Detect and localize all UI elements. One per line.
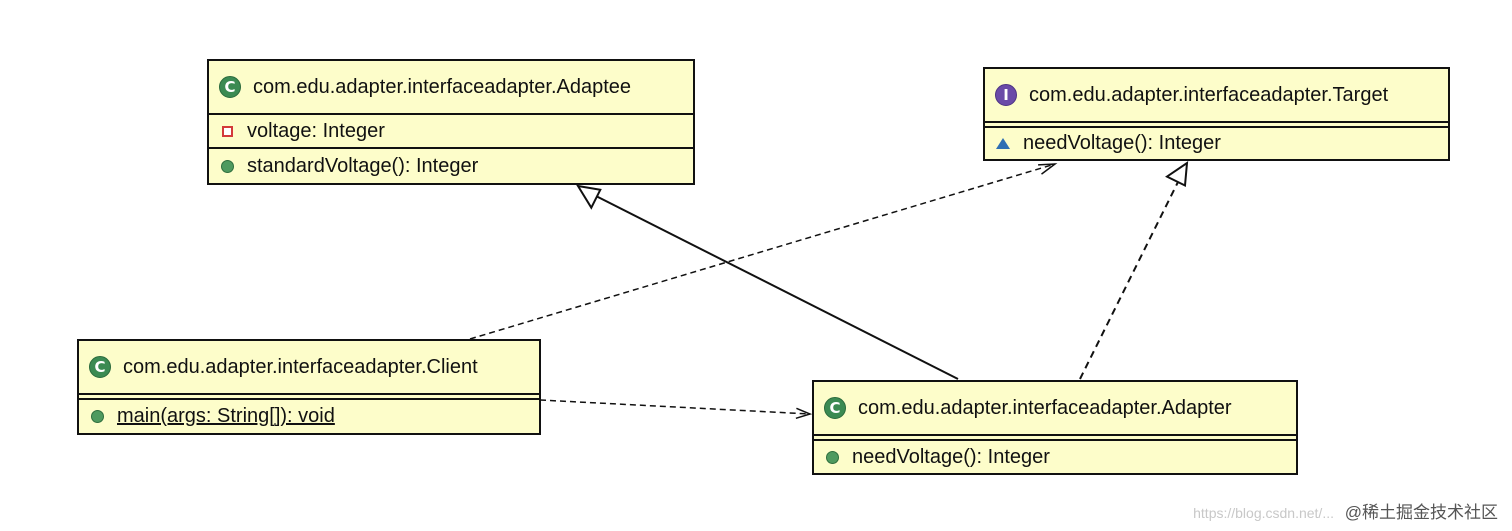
class-header: C com.edu.adapter.interfaceadapter.Adapt… bbox=[814, 382, 1296, 434]
dependency-client-target bbox=[469, 163, 1056, 340]
realization-arrowhead-icon bbox=[1165, 160, 1189, 188]
generalization-arrowhead-icon bbox=[575, 184, 602, 210]
class-header: C com.edu.adapter.interfaceadapter.Clien… bbox=[79, 341, 539, 393]
class-name: com.edu.adapter.interfaceadapter.Adaptee bbox=[253, 75, 632, 98]
abstract-method-icon bbox=[995, 138, 1011, 149]
dependency-arrowhead-icon bbox=[795, 407, 813, 420]
method-label: needVoltage(): Integer bbox=[1023, 132, 1221, 154]
dependency-arrowhead-icon bbox=[1038, 163, 1058, 175]
class-name: com.edu.adapter.interfaceadapter.Target bbox=[1029, 83, 1389, 106]
field-label: voltage: Integer bbox=[247, 119, 385, 142]
watermark-text: @稀土掘金技术社区 bbox=[1344, 503, 1498, 522]
class-name: com.edu.adapter.interfaceadapter.Adapter bbox=[858, 396, 1232, 419]
method-label: standardVoltage(): Integer bbox=[247, 154, 479, 177]
class-client[interactable]: C com.edu.adapter.interfaceadapter.Clien… bbox=[77, 339, 541, 435]
class-header: C com.edu.adapter.interfaceadapter.Adapt… bbox=[209, 61, 693, 113]
class-icon: C bbox=[824, 397, 846, 419]
public-method-icon bbox=[824, 450, 840, 464]
watermark: https://blog.csdn.net/... @稀土掘金技术社区 bbox=[1193, 498, 1498, 523]
dependency-client-adapter bbox=[539, 399, 811, 415]
realization-adapter-target bbox=[1079, 181, 1179, 380]
class-adapter[interactable]: C com.edu.adapter.interfaceadapter.Adapt… bbox=[812, 380, 1298, 475]
method-row: standardVoltage(): Integer bbox=[209, 149, 693, 183]
method-row: needVoltage(): Integer bbox=[814, 441, 1296, 473]
class-header: I com.edu.adapter.interfaceadapter.Targe… bbox=[985, 69, 1448, 121]
watermark-url: https://blog.csdn.net/... bbox=[1193, 505, 1334, 521]
generalization-adapter-adaptee bbox=[593, 194, 959, 380]
field-row: voltage: Integer bbox=[209, 115, 693, 147]
private-field-icon bbox=[219, 125, 235, 137]
public-method-icon bbox=[219, 159, 235, 173]
method-row: needVoltage(): Integer bbox=[985, 128, 1448, 159]
public-method-icon bbox=[89, 410, 105, 423]
class-icon: C bbox=[219, 76, 241, 98]
static-method-label: main(args: String[]): void bbox=[117, 405, 335, 427]
method-row: main(args: String[]): void bbox=[79, 400, 539, 433]
interface-icon: I bbox=[995, 84, 1017, 106]
class-icon: C bbox=[89, 356, 111, 378]
class-name: com.edu.adapter.interfaceadapter.Client bbox=[123, 355, 478, 378]
method-label: needVoltage(): Integer bbox=[852, 445, 1050, 468]
class-adaptee[interactable]: C com.edu.adapter.interfaceadapter.Adapt… bbox=[207, 59, 695, 185]
interface-target[interactable]: I com.edu.adapter.interfaceadapter.Targe… bbox=[983, 67, 1450, 161]
